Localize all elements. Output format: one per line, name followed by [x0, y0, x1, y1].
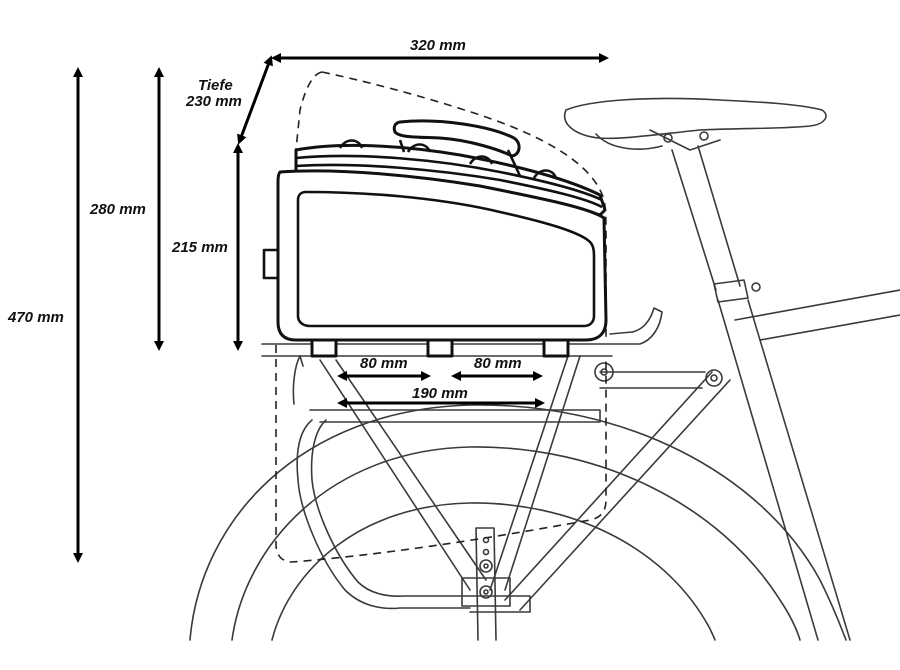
rear-rack: [261, 307, 663, 641]
bag-foot-right: [542, 338, 570, 358]
arrow-depth-230: [237, 55, 273, 145]
label-height-280: 280 mm: [89, 201, 146, 218]
label-foot-right-80: 80 mm: [474, 355, 522, 372]
seat-post: [671, 145, 761, 303]
bag-foot-left: [310, 338, 338, 358]
label-height-470: 470 mm: [7, 309, 64, 326]
bicycle-illustration: [189, 97, 900, 641]
bag-handle: [392, 119, 521, 158]
dimension-labels: 320 mm Tiefe 230 mm 280 mm 215 mm 470 mm…: [7, 37, 522, 402]
label-height-215: 215 mm: [171, 239, 228, 256]
label-width-320: 320 mm: [410, 37, 466, 54]
label-depth-title: Tiefe: [198, 77, 233, 94]
rear-wheel: [189, 404, 847, 641]
saddle: [563, 97, 827, 151]
label-depth-230: 230 mm: [185, 93, 242, 110]
trunk-bag: [262, 71, 608, 563]
bike-frame: [504, 289, 900, 641]
label-foot-left-80: 80 mm: [360, 355, 408, 372]
label-foot-span-190: 190 mm: [412, 385, 468, 402]
bag-side-panel: [296, 190, 596, 328]
dimension-arrows: [73, 53, 609, 563]
bag-foot-middle: [426, 338, 454, 358]
